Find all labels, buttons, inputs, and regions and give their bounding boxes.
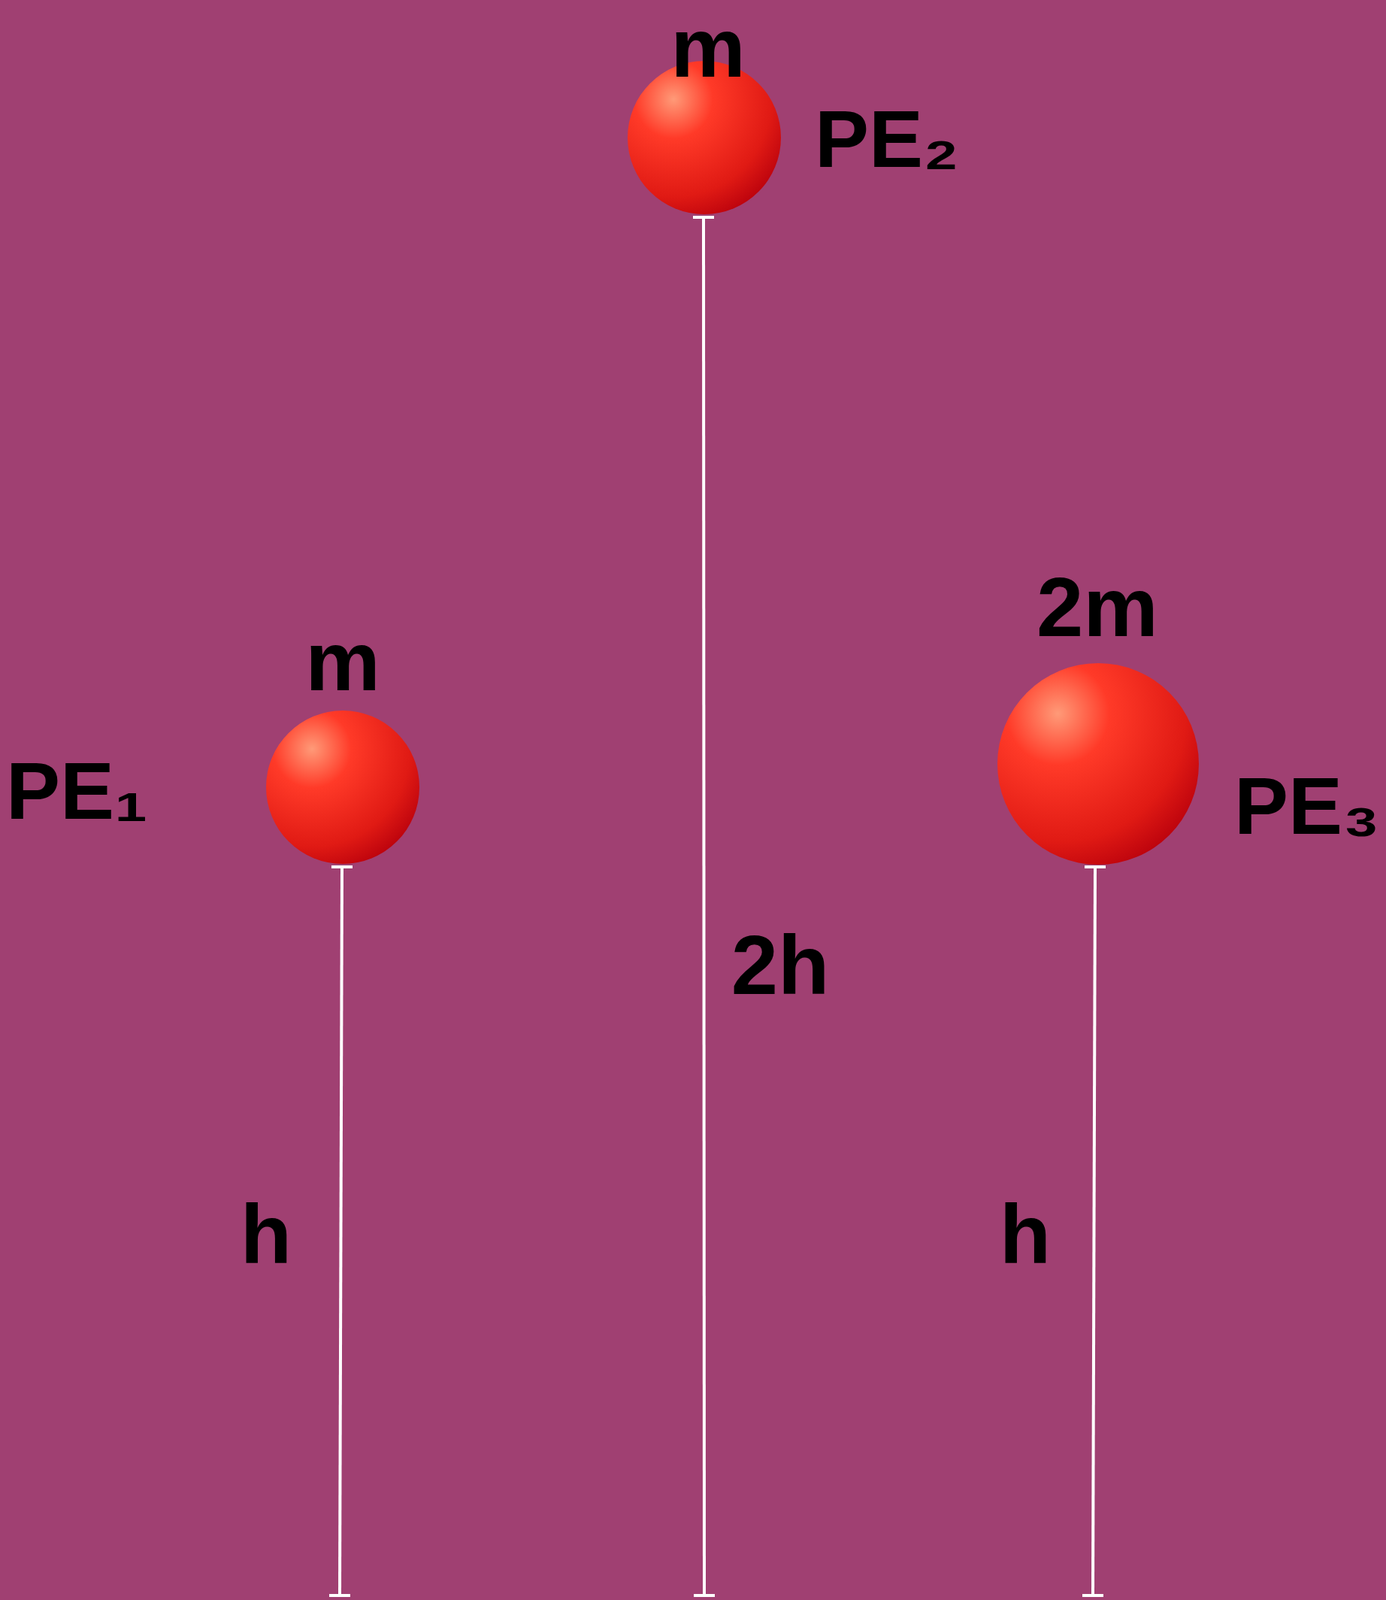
energy-label: PE₃: [1234, 765, 1380, 847]
tick: [331, 865, 353, 869]
height-label: h: [240, 1192, 292, 1277]
mass-label: m: [305, 619, 381, 704]
tick: [693, 1593, 715, 1597]
height-line: [703, 217, 705, 1595]
height-label: h: [999, 1192, 1051, 1277]
height-line: [339, 866, 342, 1595]
ball: [266, 710, 420, 864]
tick: [1084, 865, 1106, 869]
ball: [997, 662, 1199, 865]
energy-label: PE₂: [814, 98, 960, 180]
height-lines: [329, 217, 1106, 1595]
mass-label: m: [670, 6, 746, 91]
mass-label: 2m: [1036, 565, 1159, 650]
energy-label: PE₁: [6, 750, 149, 832]
tick: [693, 215, 715, 219]
height-label: 2h: [731, 922, 830, 1008]
tick: [1082, 1593, 1104, 1597]
height-line: [1092, 866, 1096, 1595]
tick: [329, 1593, 351, 1597]
